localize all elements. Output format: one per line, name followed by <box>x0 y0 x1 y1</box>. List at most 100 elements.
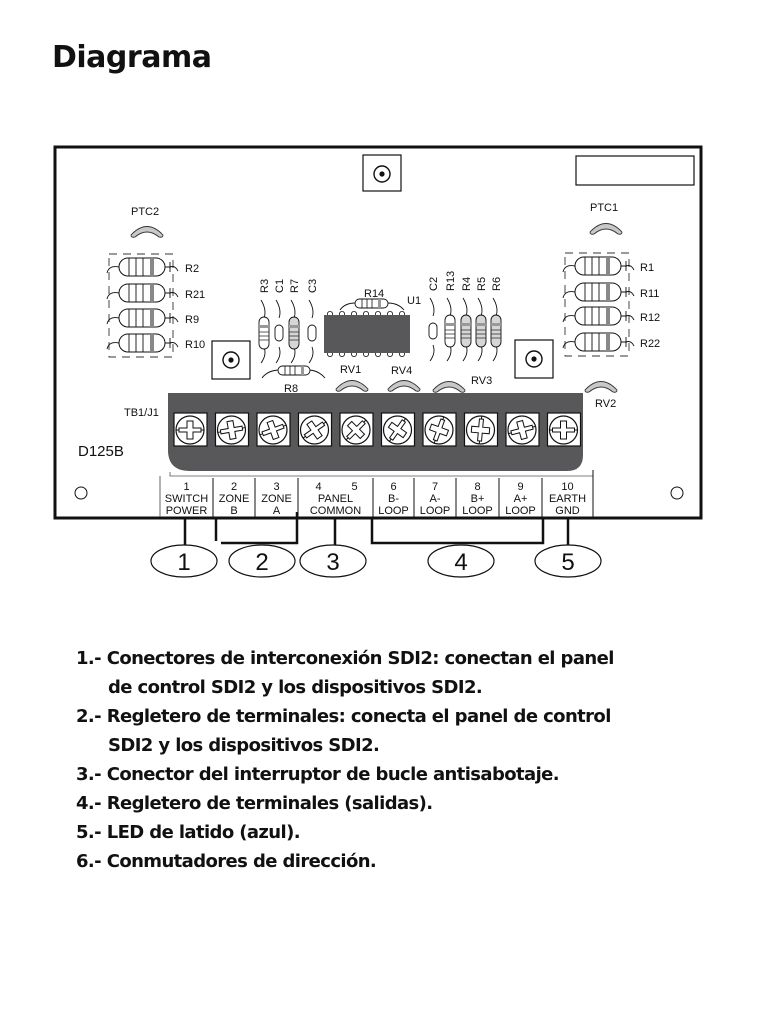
resistor-r9 <box>106 308 179 328</box>
terminal-label-8: 8B+LOOP <box>462 481 493 517</box>
label-r22: R22 <box>640 338 660 350</box>
resistor-r21 <box>106 283 179 303</box>
callout-number: 4 <box>454 549 467 576</box>
rv4-label: RV4 <box>391 365 412 377</box>
label-r6: R6 <box>491 277 503 291</box>
callout-number: 3 <box>326 549 339 576</box>
label-r1: R1 <box>640 262 654 274</box>
label-r2: R2 <box>185 263 199 275</box>
label-r3: R3 <box>259 279 271 293</box>
rv4-varistor <box>387 380 421 392</box>
terminal-name-line2: LOOP <box>420 505 451 517</box>
callout-1: 1 <box>150 544 218 578</box>
resistor-r13 <box>444 297 456 362</box>
terminal-name-line2: B <box>230 505 237 517</box>
resistor-r2 <box>106 257 179 277</box>
label-r7: R7 <box>289 279 301 293</box>
mounting-hole-right <box>670 486 684 500</box>
terminal-screw-9 <box>505 412 540 447</box>
terminal-name-line2: GND <box>555 505 580 517</box>
terminal-name-line1: A- <box>430 493 441 505</box>
resistor-r1 <box>562 256 635 276</box>
terminal-number: 8 <box>474 481 480 493</box>
resistor-r3 <box>258 299 270 364</box>
terminal-label-6: 6B-LOOP <box>378 481 409 517</box>
rv2-varistor <box>584 381 618 393</box>
resistor-r10 <box>106 333 179 353</box>
terminal-number: 6 <box>390 481 396 493</box>
terminal-number: 4 <box>315 481 321 493</box>
callout-3: 3 <box>299 544 367 578</box>
rv1-label: RV1 <box>340 364 361 376</box>
ptc1-element <box>589 223 623 235</box>
label-r13: R13 <box>445 271 457 291</box>
terminal-number: 9 <box>517 481 523 493</box>
rv3-varistor <box>432 381 466 393</box>
capacitor-c2 <box>428 297 438 362</box>
legend-item-4: 4.- Regletero de terminales (salidas). <box>76 793 433 814</box>
label-c2: C2 <box>428 277 440 291</box>
rv2-label: RV2 <box>595 398 616 410</box>
resistor-r6 <box>490 297 502 362</box>
terminal-number: 10 <box>561 481 573 493</box>
terminal-screw-3 <box>256 412 291 447</box>
callout-number: 2 <box>255 549 268 576</box>
model-label: D125B <box>78 443 124 460</box>
address-switch-right <box>514 339 554 379</box>
legend-item-2-cont: SDI2 y los dispositivos SDI2. <box>108 735 380 756</box>
resistor-r11 <box>562 282 635 302</box>
resistor-r4 <box>460 297 472 362</box>
terminal-name-line2: A <box>273 505 281 517</box>
terminal-name-line1: SWITCH <box>165 493 208 505</box>
label-box <box>575 155 695 186</box>
ic-u1 <box>324 310 410 357</box>
resistor-r14 <box>339 298 405 311</box>
terminal-number: 3 <box>273 481 279 493</box>
terminal-label-7: 7A-LOOP <box>420 481 451 517</box>
terminal-name-line1: PANEL <box>318 493 353 505</box>
terminal-number: 7 <box>432 481 438 493</box>
terminal-screw-8 <box>463 412 499 447</box>
terminal-screw-6 <box>380 412 416 447</box>
capacitor-c1 <box>274 299 284 364</box>
terminal-name-line1: ZONE <box>261 493 292 505</box>
terminal-number: 5 <box>351 481 357 493</box>
rv1-varistor <box>335 380 369 392</box>
callout-number: 1 <box>177 549 190 576</box>
terminal-name-line1: EARTH <box>549 493 586 505</box>
terminal-name-line1: ZONE <box>219 493 250 505</box>
terminal-name-line1: B+ <box>471 493 485 505</box>
terminal-name-line2: POWER <box>166 505 208 517</box>
legend-item-5: 5.- LED de latido (azul). <box>76 822 301 843</box>
terminal-name-line2: COMMON <box>310 505 361 517</box>
label-r5: R5 <box>476 277 488 291</box>
callout-5: 5 <box>534 544 602 578</box>
u1-label: U1 <box>407 295 421 307</box>
label-c3: C3 <box>307 279 319 293</box>
terminal-name-line2: LOOP <box>462 505 493 517</box>
label-r10: R10 <box>185 339 205 351</box>
resistor-r8 <box>261 365 326 379</box>
terminal-block-label: TB1/J1 <box>124 407 159 419</box>
terminal-block <box>168 393 594 477</box>
ptc2-label: PTC2 <box>131 206 159 218</box>
label-r9: R9 <box>185 314 199 326</box>
callout-4: 4 <box>427 544 495 578</box>
page-title: Diagrama <box>52 40 212 75</box>
legend-item-6: 6.- Conmutadores de dirección. <box>76 851 377 872</box>
resistor-r5 <box>475 297 487 362</box>
label-c1: C1 <box>274 279 286 293</box>
terminal-number: 2 <box>231 481 237 493</box>
terminal-screw-5 <box>339 412 374 447</box>
terminal-screw-4 <box>297 412 333 447</box>
terminal-number: 1 <box>183 481 189 493</box>
label-r11: R11 <box>640 288 659 300</box>
